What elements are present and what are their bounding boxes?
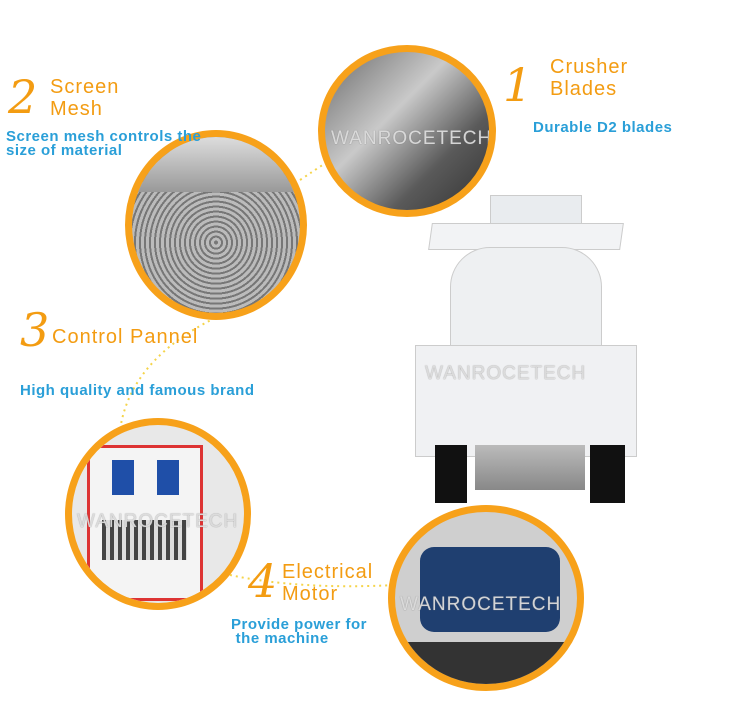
- feature-description-4b: the machine: [231, 630, 329, 647]
- feature-description-1: Durable D2 blades: [533, 119, 673, 136]
- feature-number-1: 1: [503, 58, 533, 112]
- feature-title-4a: Electrical: [282, 561, 374, 583]
- electrical-motor-image: WANROCETECH: [388, 505, 584, 691]
- feature-title-2a: Screen: [50, 76, 120, 98]
- control-panel-image: WANROCETECH: [65, 418, 251, 610]
- feature-title-3: Control Pannel: [52, 326, 199, 348]
- feature-description-3: High quality and famous brand: [20, 382, 255, 399]
- feature-title-1b: Blades: [550, 78, 618, 100]
- feature-description-2a: Screen mesh controls the: [6, 128, 202, 145]
- watermark: WANROCETECH: [331, 128, 493, 149]
- screen-mesh-image: [125, 130, 307, 320]
- feature-title-4b: Motor: [282, 583, 339, 605]
- feature-number-4: 4: [248, 554, 278, 608]
- feature-description-2b: size of material: [6, 142, 123, 159]
- crusher-blades-image: WANROCETECH: [318, 45, 496, 217]
- feature-description-4a: Provide power for: [231, 616, 368, 633]
- watermark: WANROCETECH: [77, 511, 239, 532]
- crusher-machine-image: WANROCETECH: [415, 195, 637, 507]
- feature-number-3: 3: [20, 303, 50, 357]
- feature-title-2b: Mesh: [50, 98, 103, 120]
- feature-title-1a: Crusher: [550, 56, 629, 78]
- watermark: WANROCETECH: [400, 594, 562, 615]
- feature-number-2: 2: [8, 70, 38, 124]
- watermark: WANROCETECH: [425, 363, 587, 384]
